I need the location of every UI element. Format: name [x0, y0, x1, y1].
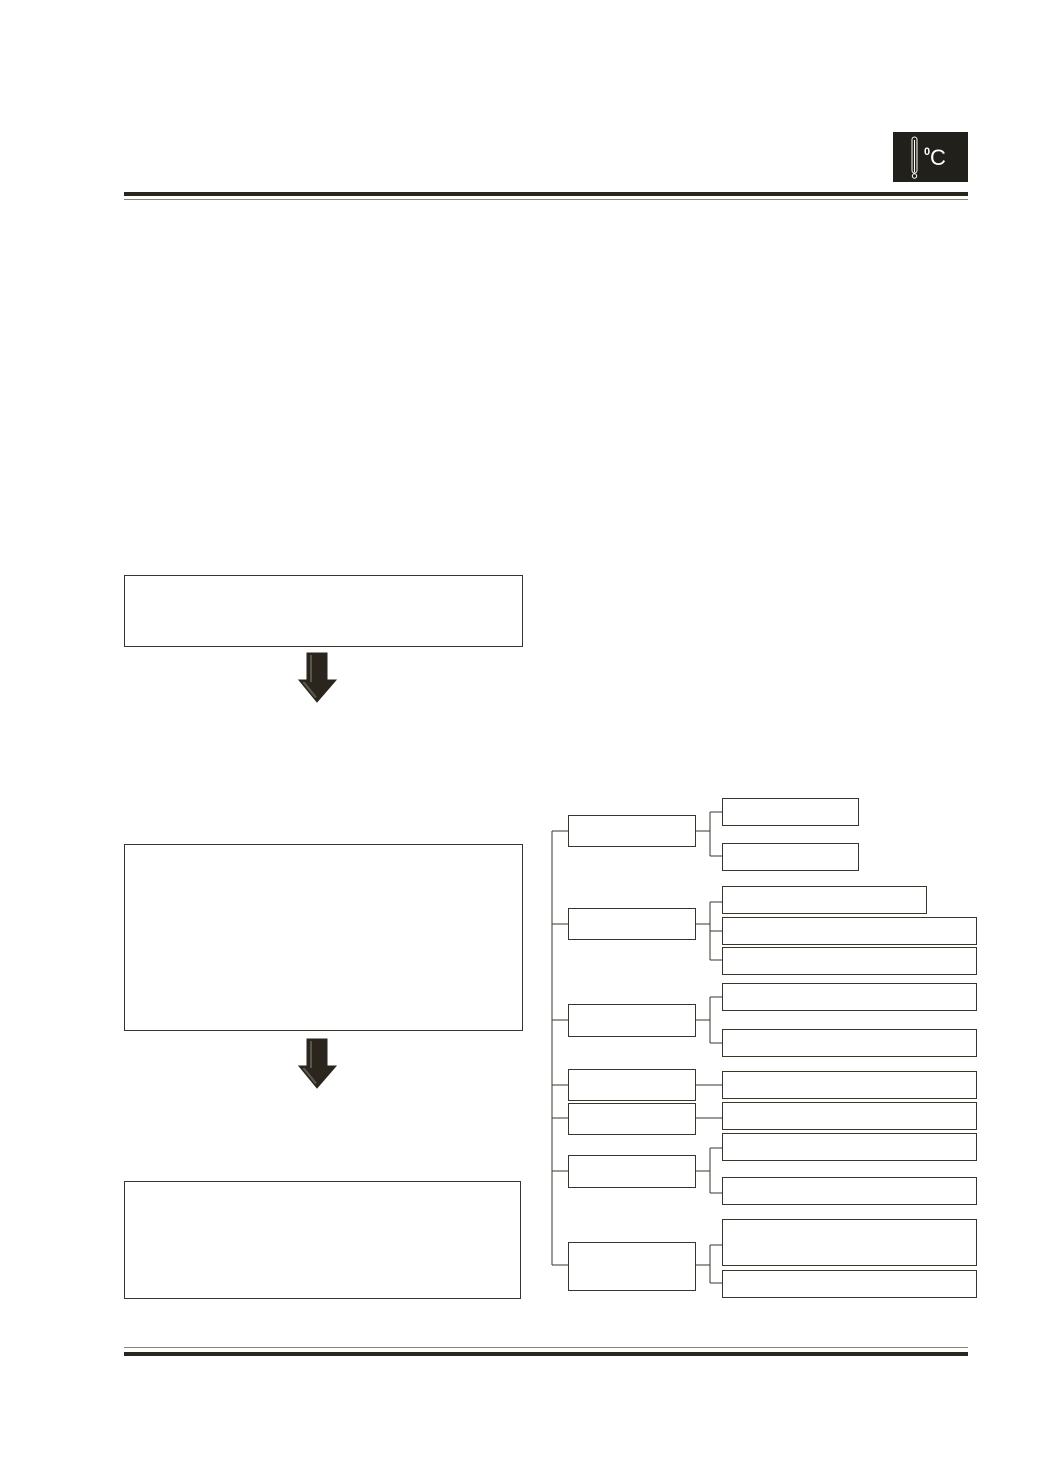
flow-box-3-text: [125, 1182, 520, 1190]
tree-group-label: [569, 816, 695, 824]
flow-box-1: [124, 575, 523, 647]
flow-box-3: [124, 1181, 521, 1299]
tree-child-label: [723, 1072, 976, 1080]
tree-group-2: [568, 908, 696, 940]
tree-child-2-2: [722, 917, 977, 945]
tree-child-2-3: [722, 947, 977, 975]
tree-child-4-1: [722, 1071, 977, 1099]
tree-group-5: [568, 1103, 696, 1135]
unit-letter: C: [930, 145, 946, 170]
tree-child-label: [723, 799, 858, 807]
tree-group-7: [568, 1242, 696, 1291]
tree-group-label: [569, 1005, 695, 1013]
tree-child-7-1: [722, 1219, 977, 1266]
tree-group-label: [569, 1070, 695, 1078]
flow-box-2-text: [125, 845, 522, 853]
tree-child-label: [723, 1220, 976, 1228]
tree-child-7-2: [722, 1270, 977, 1298]
tree-child-6-2: [722, 1177, 977, 1205]
down-arrow-icon: [298, 1038, 338, 1089]
tree-child-label: [723, 844, 858, 852]
tree-child-label: [723, 1271, 976, 1279]
footer-rule-thick: [124, 1352, 968, 1356]
tree-child-3-2: [722, 1029, 977, 1057]
tree-group-label: [569, 909, 695, 917]
tree-child-1-2: [722, 843, 859, 871]
tree-child-label: [723, 887, 926, 895]
tree-child-5-1: [722, 1102, 977, 1130]
tree-group-6: [568, 1155, 696, 1188]
tree-group-label: [569, 1243, 695, 1251]
tree-child-label: [723, 1030, 976, 1038]
unit-superscript: 0: [924, 146, 931, 158]
tree-group-1: [568, 815, 696, 847]
tree-group-label: [569, 1104, 695, 1112]
tree-child-2-1: [722, 886, 927, 914]
flow-box-1-text: [125, 576, 522, 584]
tree-child-label: [723, 918, 976, 926]
header-rule-thin: [124, 199, 968, 200]
tree-child-label: [723, 1178, 976, 1186]
footer-rule-thin: [124, 1347, 968, 1348]
flow-box-2: [124, 844, 523, 1031]
tree-group-3: [568, 1004, 696, 1037]
temperature-unit-badge: [893, 132, 968, 182]
tree-group-4: [568, 1069, 696, 1101]
down-arrow-icon: [298, 652, 338, 703]
tree-child-6-1: [722, 1133, 977, 1161]
tree-group-label: [569, 1156, 695, 1164]
tree-connectors: [551, 811, 722, 1284]
tree-child-label: [723, 1103, 976, 1111]
thermometer-icon: [911, 136, 918, 179]
tree-child-1-1: [722, 798, 859, 826]
tree-child-label: [723, 948, 976, 956]
header-rule-thick: [124, 192, 968, 196]
tree-child-label: [723, 984, 976, 992]
tree-child-3-1: [722, 983, 977, 1011]
tree-child-label: [723, 1134, 976, 1142]
